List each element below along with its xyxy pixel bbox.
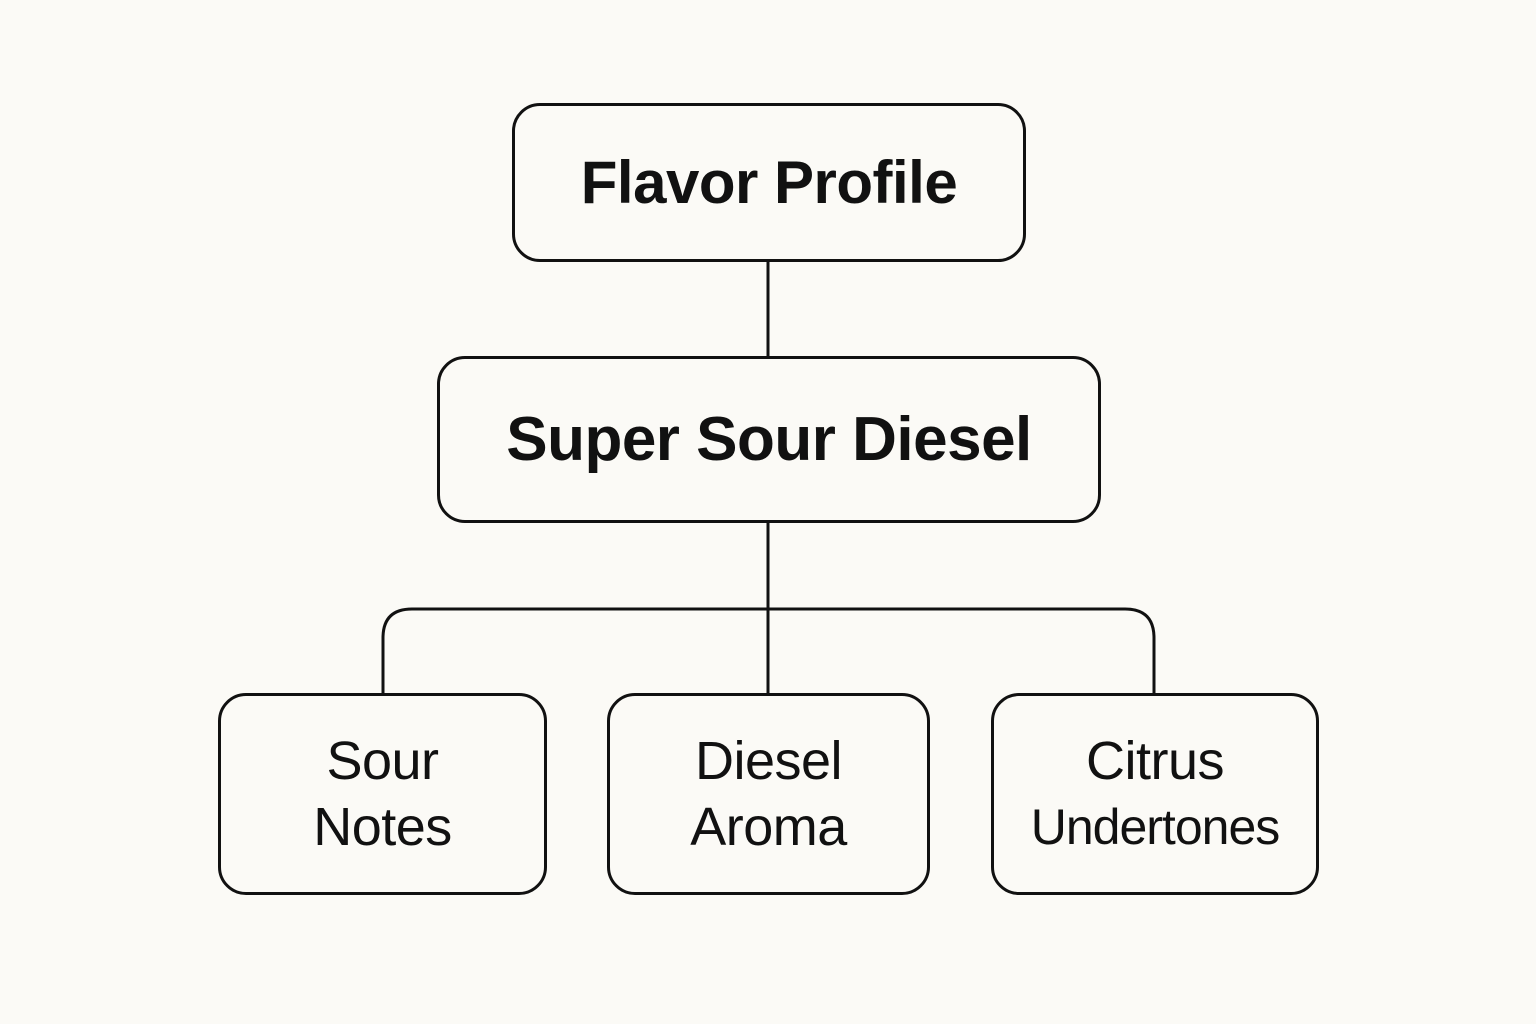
node-sour-notes-line1: Sour xyxy=(326,731,439,791)
node-super-sour-diesel-label: Super Sour Diesel xyxy=(506,405,1032,474)
node-sour-notes: Sour Notes xyxy=(218,693,547,895)
node-citrus-undertones: Citrus Undertones xyxy=(991,693,1319,895)
node-super-sour-diesel: Super Sour Diesel xyxy=(437,356,1101,523)
node-diesel-aroma: Diesel Aroma xyxy=(607,693,930,895)
connector-branch-bar xyxy=(381,607,1156,695)
node-flavor-profile: Flavor Profile xyxy=(512,103,1026,262)
node-sour-notes-line2: Notes xyxy=(313,797,452,857)
node-citrus-undertones-line2: Undertones xyxy=(1030,799,1280,855)
node-diesel-aroma-line2: Aroma xyxy=(690,797,847,857)
node-citrus-undertones-line1: Citrus xyxy=(1085,731,1225,791)
node-flavor-profile-label: Flavor Profile xyxy=(580,149,958,216)
node-diesel-aroma-line1: Diesel xyxy=(694,731,843,791)
